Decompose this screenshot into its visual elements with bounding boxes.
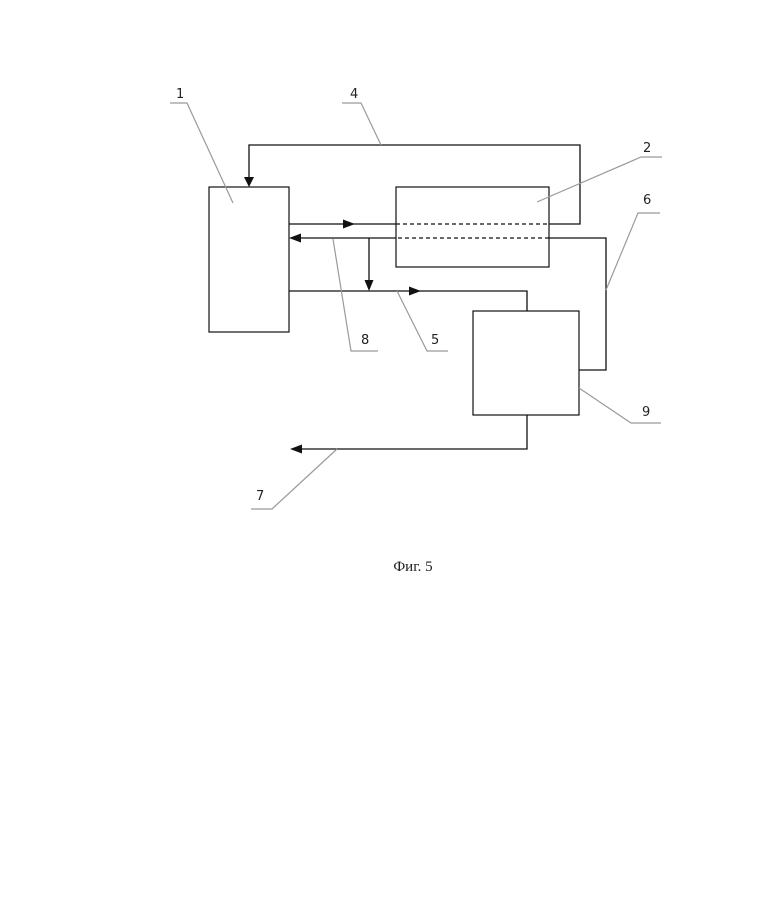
label-8: 8 (361, 333, 369, 348)
arrowhead-branch (365, 280, 374, 291)
block-2 (396, 187, 549, 267)
leader-6 (606, 213, 660, 290)
label-6: 6 (643, 193, 651, 208)
line-7-output (298, 415, 527, 449)
block-9 (473, 311, 579, 415)
label-4: 4 (350, 87, 358, 102)
label-5: 5 (431, 333, 439, 348)
arrowhead-line-5 (409, 287, 421, 296)
leader-8 (333, 239, 378, 351)
arrowhead-line-8 (289, 234, 301, 243)
figure-caption: Фиг. 5 (393, 559, 432, 575)
label-9: 9 (642, 405, 650, 420)
label-1: 1 (176, 87, 184, 102)
arrowhead-line-4 (244, 177, 254, 187)
arrowhead-line-7 (290, 445, 302, 454)
line-5-to-9 (289, 291, 527, 311)
label-7: 7 (256, 489, 264, 504)
label-2: 2 (643, 141, 651, 156)
block-1 (209, 187, 289, 332)
leader-5 (397, 291, 448, 351)
arrowhead-1-to-2 (343, 220, 355, 229)
leader-4 (342, 103, 381, 145)
